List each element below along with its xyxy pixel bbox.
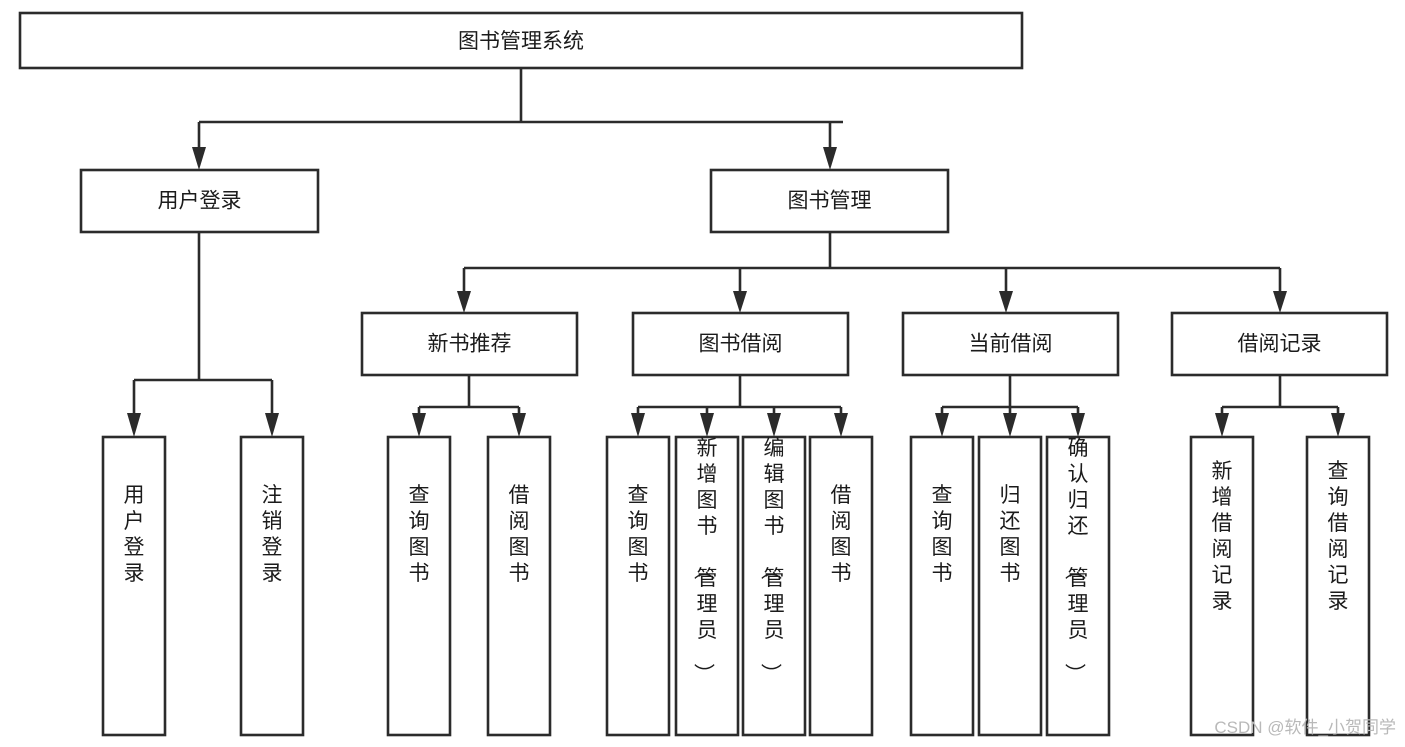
node-borrow-record[interactable]: 借阅记录 [1170,311,1389,377]
leaf-node[interactable]: 新增图书（管理员） [674,435,740,737]
leaf-bb-query-book-box [605,435,671,737]
leaf-node[interactable]: 新增借阅记录 [1189,435,1255,737]
arrowhead-nb-0 [412,413,426,437]
arrowhead-bb-0 [631,413,645,437]
leaf-logout-box [239,435,305,737]
arrowhead-br-1 [1331,413,1345,437]
arrowhead-borrow-record [1273,291,1287,313]
arrowhead-cb-1 [1003,413,1017,437]
leaf-logout-label: 注销登录 [262,484,283,585]
arrowhead-book-manage [823,147,837,170]
node-current-borrow[interactable]: 当前借阅 [901,311,1120,377]
arrowhead-user-login [192,147,206,170]
leaf-node[interactable]: 查询图书 [909,435,975,737]
leaf-bb-edit-book-box [741,435,807,737]
node-current-borrow-label: 当前借阅 [969,333,1053,356]
leaf-node[interactable]: 查询图书 [605,435,671,737]
connector-borrowrecord-to-leaves [1215,375,1345,437]
leaf-cb-confirm-return-label: 确认归还（管理员） [1063,437,1089,684]
node-root-label: 图书管理系统 [458,30,584,53]
arrowhead-cb-2 [1071,413,1085,437]
node-new-book-recommend-box [360,311,579,377]
arrowhead-bb-3 [834,413,848,437]
node-book-borrow-box [631,311,850,377]
node-book-management-label: 图书管理 [788,190,872,213]
leaf-node[interactable]: 借阅图书 [486,435,552,737]
node-book-management[interactable]: 图书管理 [709,168,950,234]
node-new-book-recommend[interactable]: 新书推荐 [360,311,579,377]
node-current-borrow-box [901,311,1120,377]
node-root-book-management-system[interactable]: 图书管理系统 [18,11,1024,70]
leaf-cb-query-book-box [909,435,975,737]
leaf-br-add-record-box [1189,435,1255,737]
leaf-node[interactable]: 编辑图书（管理员） [741,435,807,737]
leaf-bb-query-book-label: 查询图书 [628,484,649,585]
arrowhead-bb-2 [767,413,781,437]
arrowhead-book-borrow [733,291,747,313]
leaf-node[interactable]: 归还图书 [977,435,1043,737]
node-book-management-box [709,168,950,234]
arrowhead-cb-0 [935,413,949,437]
leaf-br-add-record-label: 新增借阅记录 [1212,460,1233,613]
connector-root-to-level2 [192,68,843,170]
leaf-user-login-box [101,435,167,737]
node-book-borrow[interactable]: 图书借阅 [631,311,850,377]
leaf-cb-query-book-label: 查询图书 [932,484,953,585]
leaf-node[interactable]: 用户登录 [101,435,167,737]
node-user-login[interactable]: 用户登录 [79,168,320,234]
arrowhead-ul-1 [265,413,279,437]
arrowhead-bb-1 [700,413,714,437]
leaf-user-login-label: 用户登录 [124,484,145,585]
leaf-node[interactable]: 查询图书 [386,435,452,737]
arrowhead-nb-1 [512,413,526,437]
arrowhead-ul-0 [127,413,141,437]
connector-bookmanage-to-level3 [457,232,1287,313]
node-book-borrow-label: 图书借阅 [699,333,783,356]
connector-currentborrow-to-leaves [935,375,1085,437]
leaf-nb-borrow-book-label: 借阅图书 [509,484,530,585]
node-root-box [18,11,1024,70]
connector-bookborrow-to-leaves [631,375,848,437]
leaf-node[interactable]: 注销登录 [239,435,305,737]
leaf-bb-borrow-book-box [808,435,874,737]
node-new-book-recommend-label: 新书推荐 [428,333,512,356]
connector-newbook-to-leaves [412,375,526,437]
leaf-node[interactable]: 借阅图书 [808,435,874,737]
leaf-nb-borrow-book-box [486,435,552,737]
leaf-cb-return-book-label: 归还图书 [1000,484,1021,585]
node-user-login-label: 用户登录 [158,190,242,213]
leaf-bb-add-book-box [674,435,740,737]
arrowhead-current-borrow [999,291,1013,313]
leaf-br-query-record-box [1305,435,1371,737]
leaf-bb-edit-book-label: 编辑图书（管理员） [759,437,785,684]
csdn-watermark: CSDN @软件_小贺同学 [1214,718,1396,737]
leaf-nb-query-book-label: 查询图书 [409,484,430,585]
connector-userlogin-to-leaves [127,232,279,437]
leaf-bb-borrow-book-label: 借阅图书 [831,484,852,585]
leaf-br-query-record-label: 查询借阅记录 [1328,460,1349,613]
leaf-cb-return-book-box [977,435,1043,737]
node-borrow-record-label: 借阅记录 [1238,333,1322,356]
arrowhead-new-book [457,291,471,313]
arrowhead-br-0 [1215,413,1229,437]
leaf-node[interactable]: 确认归还（管理员） [1045,435,1111,737]
leaf-nb-query-book-box [386,435,452,737]
leaf-cb-confirm-return-box [1045,435,1111,737]
leaf-node[interactable]: 查询借阅记录 [1305,435,1371,737]
node-user-login-box [79,168,320,234]
leaf-bb-add-book-label: 新增图书（管理员） [692,437,718,684]
node-borrow-record-box [1170,311,1389,377]
